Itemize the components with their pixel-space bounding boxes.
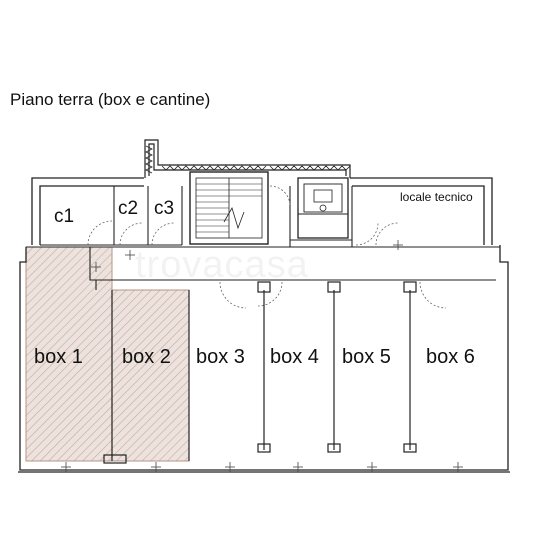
- plan-title: Piano terra (box e cantine): [10, 90, 211, 109]
- room-label-c2: c2: [118, 198, 138, 219]
- bottom-markers: [61, 240, 463, 472]
- door-swings: [87, 185, 447, 309]
- cellar-partitions: [40, 186, 183, 246]
- vent-duct-zigzag: [145, 145, 351, 174]
- room-label-box1: box 1: [34, 346, 83, 368]
- stair-core: [189, 171, 269, 245]
- room-label-locale-tecnico: locale tecnico: [400, 190, 473, 204]
- room-label-box4: box 4: [270, 346, 319, 368]
- vent-duct: [144, 139, 351, 178]
- box2-hatch-area: [111, 289, 190, 462]
- room-label-c1: c1: [54, 206, 74, 227]
- room-label-box6: box 6: [426, 346, 475, 368]
- room-label-box3: box 3: [196, 346, 245, 368]
- garage-partitions: [103, 281, 417, 464]
- room-label-box5: box 5: [342, 346, 391, 368]
- room-label-c3: c3: [154, 198, 174, 219]
- box1-hatch-area: [25, 246, 113, 462]
- outer-walls: [18, 177, 510, 473]
- watermark: trovacasa: [135, 244, 309, 286]
- corridor: [26, 186, 500, 290]
- room-label-box2: box 2: [122, 346, 171, 368]
- elevator: [290, 177, 352, 241]
